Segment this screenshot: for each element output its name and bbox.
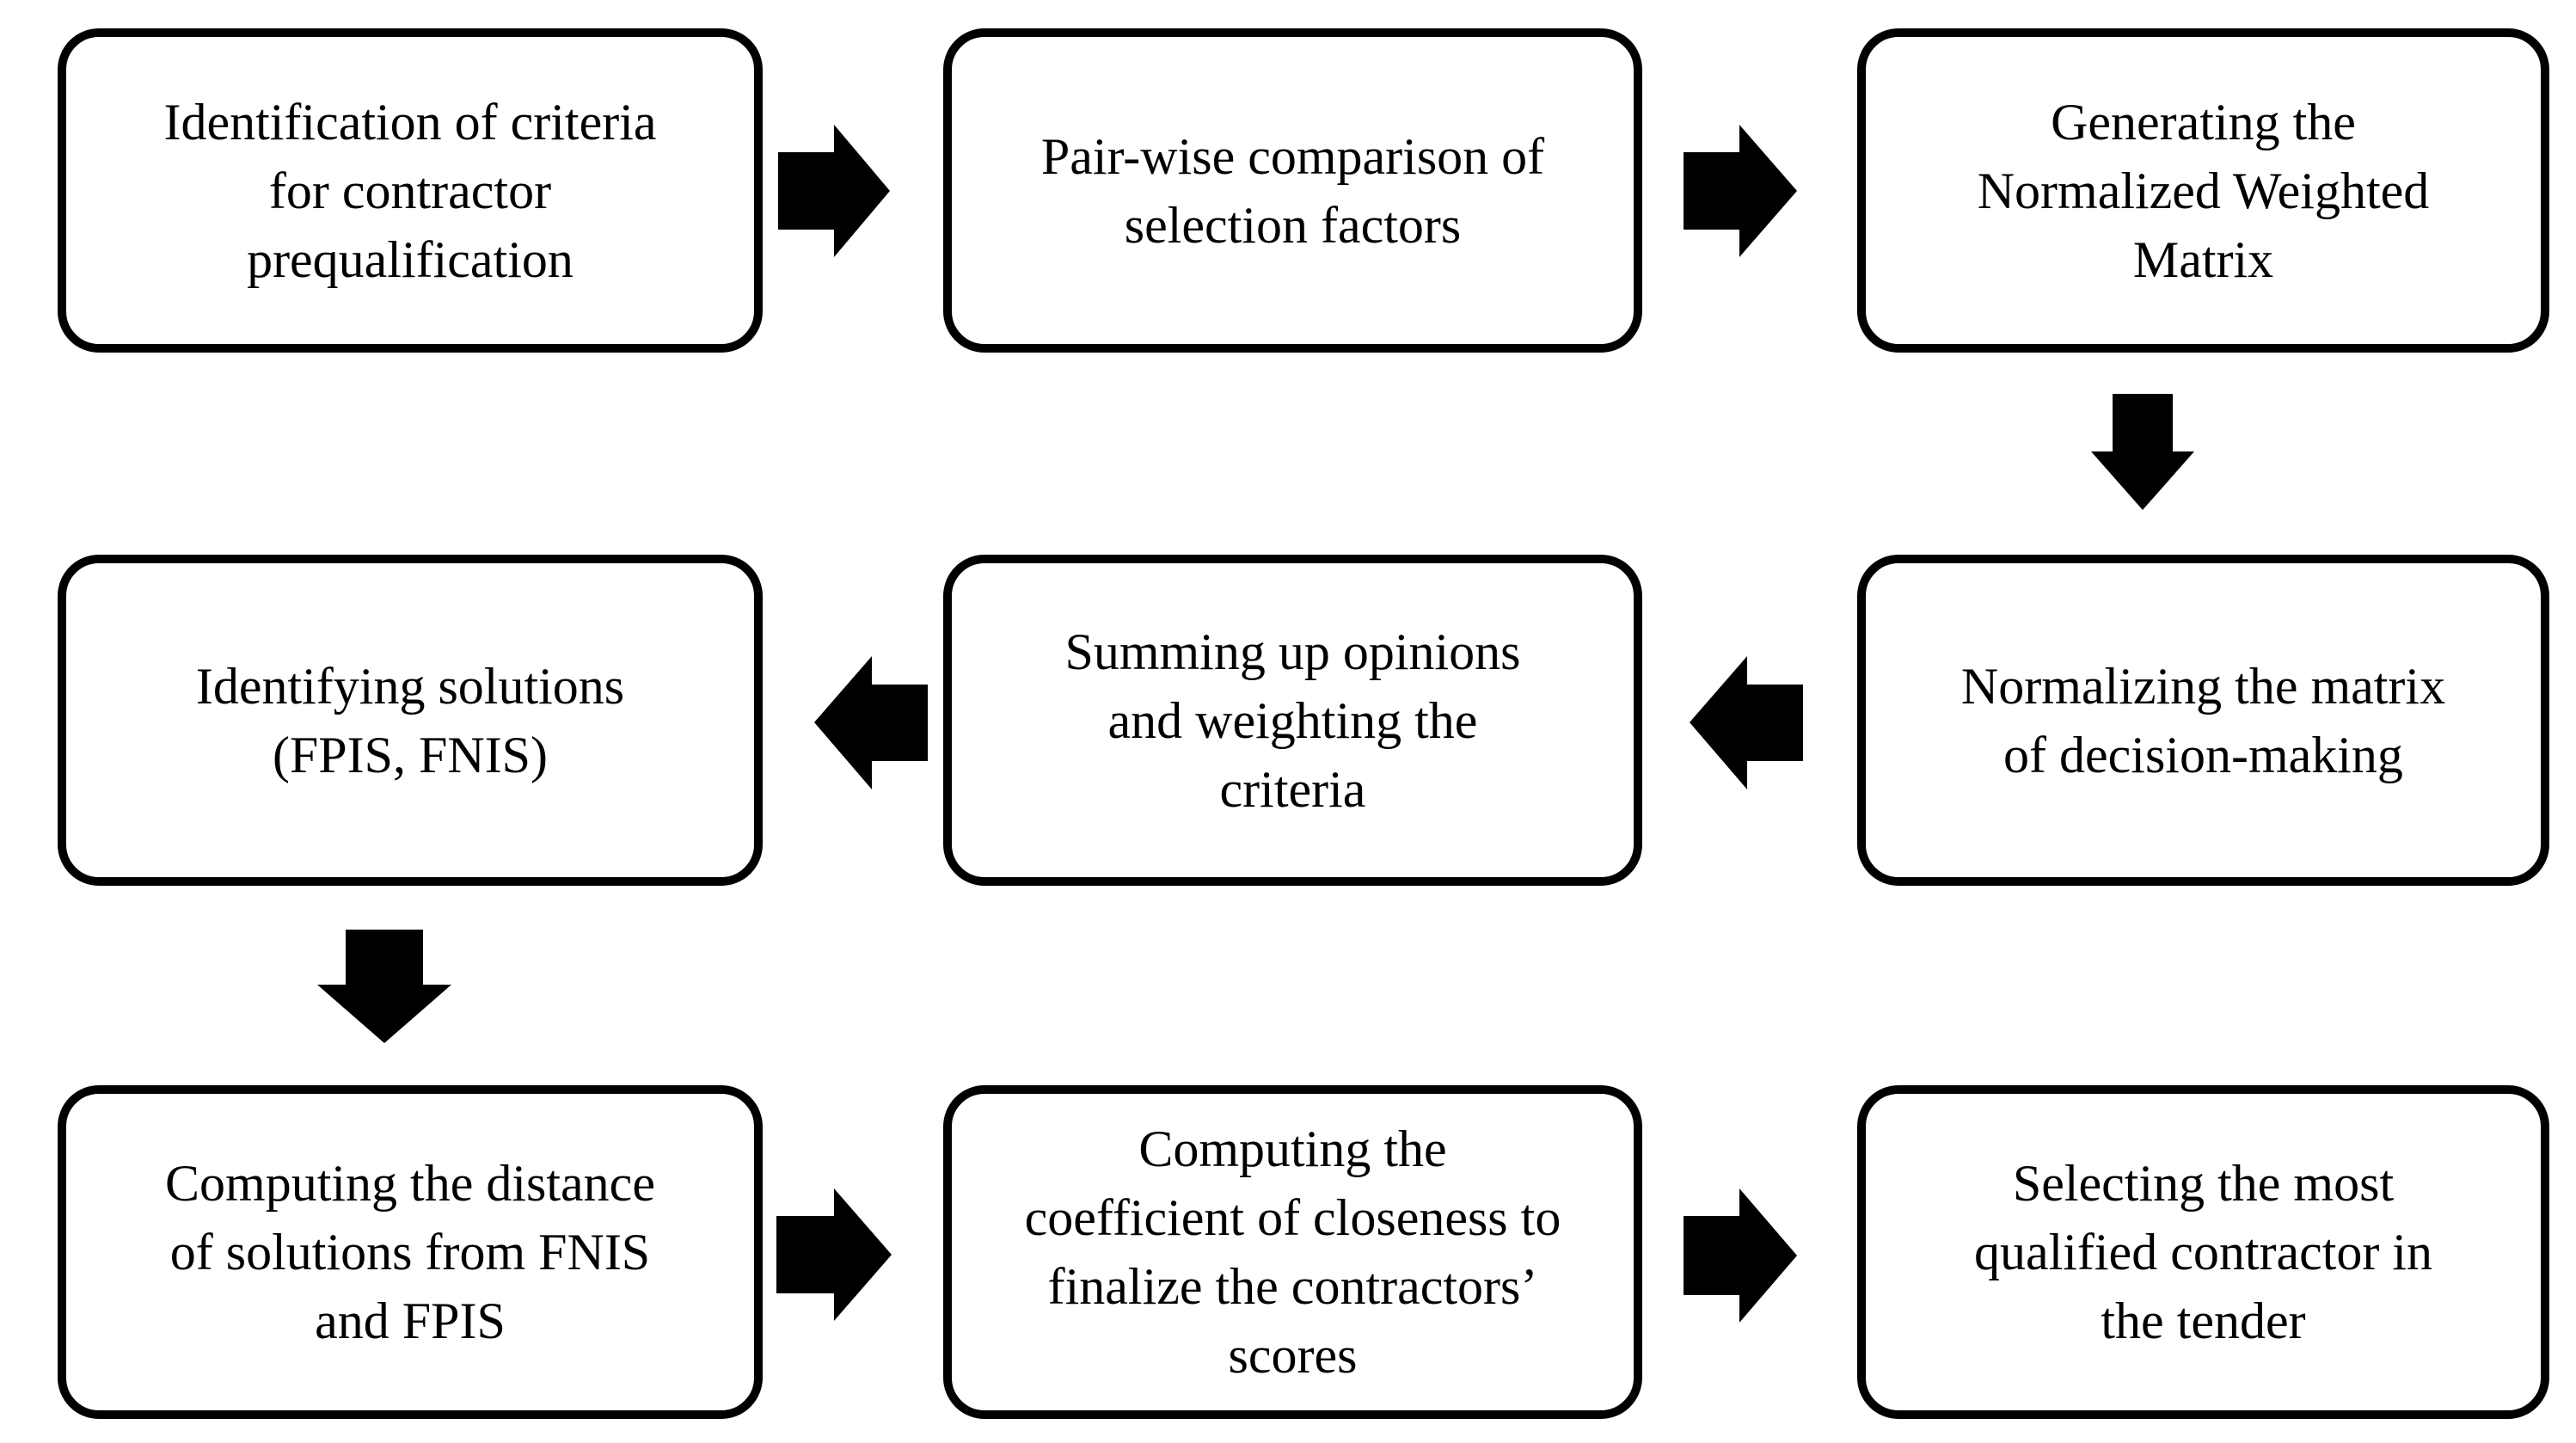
flow-box-computing-distance: Computing the distance of solutions from… — [58, 1085, 763, 1419]
flow-box-label: Identifying solutions (FPIS, FNIS) — [195, 657, 625, 783]
flow-box-label: Identification of criteria for contracto… — [163, 93, 657, 288]
arrow-right-icon — [1684, 125, 1797, 257]
flow-box-label: Selecting the most qualified contractor … — [1973, 1155, 2433, 1349]
flow-box-normalizing-matrix: Normalizing the matrix of decision-makin… — [1857, 555, 2549, 886]
flow-box-label: Summing up opinions and weighting the cr… — [1064, 623, 1521, 818]
flow-box-summing-opinions: Summing up opinions and weighting the cr… — [943, 555, 1642, 886]
arrow-right-icon — [776, 1188, 892, 1321]
flow-box-identifying-solutions: Identifying solutions (FPIS, FNIS) — [58, 555, 763, 886]
flow-box-label: Normalizing the matrix of decision-makin… — [1960, 657, 2446, 783]
arrow-right-icon — [778, 125, 890, 257]
flow-box-generating-weighted-matrix: Generating the Normalized Weighted Matri… — [1857, 28, 2549, 353]
flow-box-label: Generating the Normalized Weighted Matri… — [1977, 93, 2430, 288]
flow-box-label: Computing the distance of solutions from… — [165, 1155, 655, 1349]
flow-box-label: Computing the coefficient of closeness t… — [1024, 1121, 1561, 1384]
flow-box-coefficient-of-closeness: Computing the coefficient of closeness t… — [943, 1085, 1642, 1419]
arrow-left-icon — [814, 656, 928, 789]
arrow-left-icon — [1690, 656, 1803, 789]
arrow-right-icon — [1684, 1188, 1797, 1323]
arrow-down-icon — [2091, 394, 2194, 510]
flow-box-label: Pair-wise comparison of selection factor… — [1040, 127, 1545, 254]
flow-box-selecting-contractor: Selecting the most qualified contractor … — [1857, 1085, 2549, 1419]
arrow-down-icon — [317, 930, 451, 1043]
flow-box-identification-of-criteria: Identification of criteria for contracto… — [58, 28, 763, 353]
flow-box-pairwise-comparison: Pair-wise comparison of selection factor… — [943, 28, 1642, 353]
